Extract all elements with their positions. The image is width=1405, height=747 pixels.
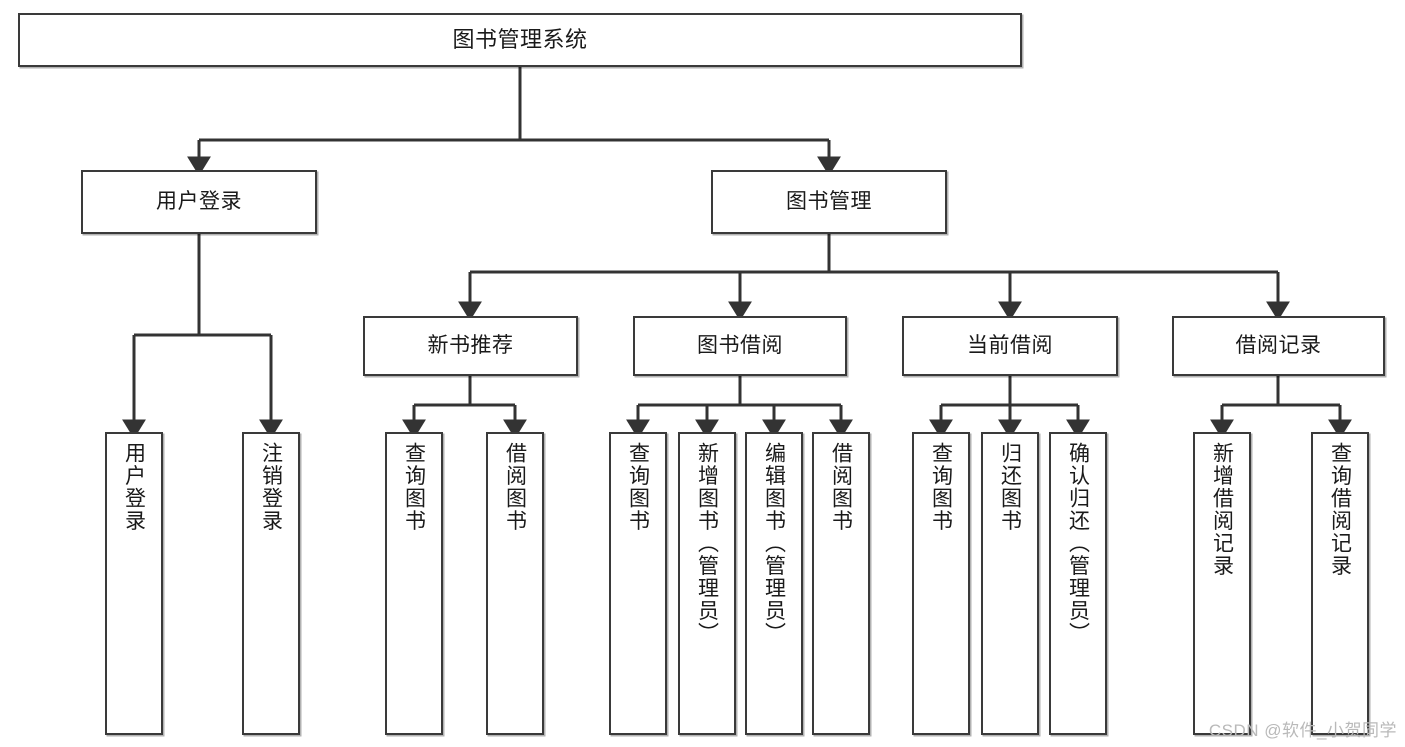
leaf-new-book-query[interactable]: 查询图书 bbox=[385, 432, 443, 735]
node-borrow-record-label: 借阅记录 bbox=[1235, 333, 1322, 357]
node-root-label: 图书管理系统 bbox=[452, 27, 588, 53]
node-book-borrow[interactable]: 图书借阅 bbox=[633, 316, 847, 376]
node-new-book-recommend-label: 新书推荐 bbox=[427, 333, 514, 357]
leaf-current-borrow-confirm[interactable]: 确认归还（管理员） bbox=[1049, 432, 1107, 735]
leaf-book-borrow-edit-label: 编辑图书（管理员） bbox=[762, 442, 786, 645]
leaf-current-borrow-query[interactable]: 查询图书 bbox=[912, 432, 970, 735]
leaf-book-borrow-add-label: 新增图书（管理员） bbox=[695, 442, 719, 645]
node-root-book-management-system[interactable]: 图书管理系统 bbox=[18, 13, 1022, 67]
node-new-book-recommend[interactable]: 新书推荐 bbox=[363, 316, 578, 376]
leaf-current-borrow-query-label: 查询图书 bbox=[929, 442, 953, 532]
leaf-borrow-record-add[interactable]: 新增借阅记录 bbox=[1193, 432, 1251, 735]
leaf-user-login-login[interactable]: 用户登录 bbox=[105, 432, 163, 735]
leaf-user-login-login-label: 用户登录 bbox=[122, 442, 146, 532]
leaf-book-borrow-add[interactable]: 新增图书（管理员） bbox=[678, 432, 736, 735]
node-user-login[interactable]: 用户登录 bbox=[81, 170, 317, 234]
node-borrow-record[interactable]: 借阅记录 bbox=[1172, 316, 1385, 376]
node-book-management-label: 图书管理 bbox=[786, 189, 872, 213]
leaf-borrow-record-query[interactable]: 查询借阅记录 bbox=[1311, 432, 1369, 735]
leaf-new-book-borrow-label: 借阅图书 bbox=[503, 442, 527, 532]
leaf-current-borrow-return-label: 归还图书 bbox=[998, 442, 1022, 532]
node-book-borrow-label: 图书借阅 bbox=[697, 333, 783, 357]
leaf-current-borrow-return[interactable]: 归还图书 bbox=[981, 432, 1039, 735]
leaf-book-borrow-borrow-label: 借阅图书 bbox=[829, 442, 853, 532]
leaf-user-login-logout-label: 注销登录 bbox=[259, 442, 283, 532]
leaf-book-borrow-edit[interactable]: 编辑图书（管理员） bbox=[745, 432, 803, 735]
leaf-book-borrow-query[interactable]: 查询图书 bbox=[609, 432, 667, 735]
node-current-borrow-label: 当前借阅 bbox=[967, 333, 1053, 357]
leaf-user-login-logout[interactable]: 注销登录 bbox=[242, 432, 300, 735]
leaf-borrow-record-add-label: 新增借阅记录 bbox=[1210, 442, 1234, 577]
leaf-book-borrow-borrow[interactable]: 借阅图书 bbox=[812, 432, 870, 735]
node-user-login-label: 用户登录 bbox=[156, 189, 242, 213]
leaf-new-book-borrow[interactable]: 借阅图书 bbox=[486, 432, 544, 735]
leaf-current-borrow-confirm-label: 确认归还（管理员） bbox=[1066, 442, 1090, 645]
node-current-borrow[interactable]: 当前借阅 bbox=[902, 316, 1118, 376]
node-book-management[interactable]: 图书管理 bbox=[711, 170, 947, 234]
leaf-new-book-query-label: 查询图书 bbox=[402, 442, 426, 532]
leaf-book-borrow-query-label: 查询图书 bbox=[626, 442, 650, 532]
leaf-borrow-record-query-label: 查询借阅记录 bbox=[1328, 442, 1352, 577]
